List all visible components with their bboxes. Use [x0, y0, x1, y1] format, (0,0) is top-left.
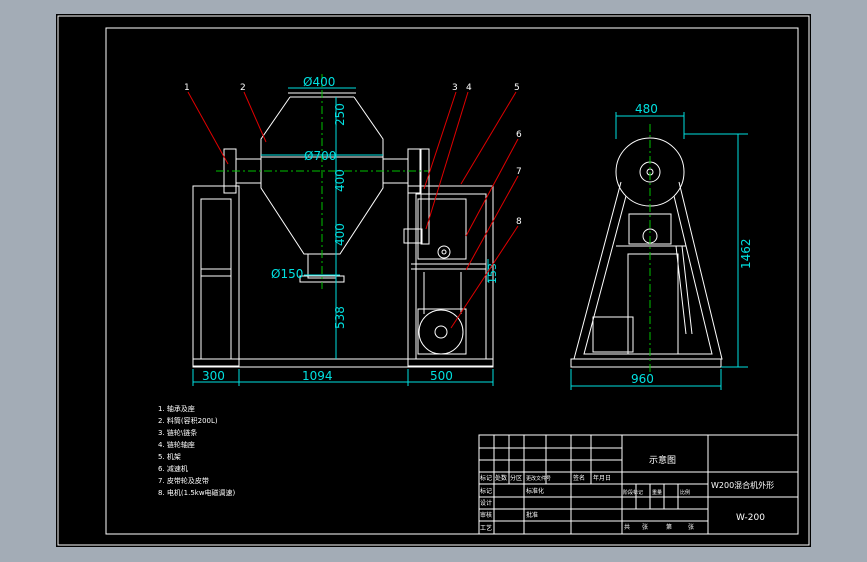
dim-side-w-bottom: 960 [631, 372, 654, 386]
part-no-3: 3 [452, 83, 458, 93]
parts-list-item-5: 5. 机架 [158, 452, 181, 461]
part-no-1: 1 [184, 83, 190, 93]
part-no-5: 5 [514, 83, 520, 93]
dim-d-mid: Ø700 [304, 149, 336, 163]
tb-right-label-0: 阶段标记 [623, 489, 643, 496]
dim-d-bottom: Ø150 [271, 267, 303, 281]
cad-drawing: Ø400 Ø700 Ø150 250 400 400 538 153 300 1… [57, 15, 810, 546]
part-no-6: 6 [516, 130, 522, 140]
tb-left-label-3: 工艺 [480, 524, 492, 532]
tb-row-label-1: 处数 [495, 474, 507, 482]
parts-list-item-8: 8. 电机(1.5kw电磁调速) [158, 488, 236, 497]
part-leaders: 1 2 3 4 5 6 7 8 [184, 83, 522, 329]
side-dimensions: 480 1462 960 [570, 102, 753, 390]
dim-h-top: 250 [333, 103, 347, 126]
tb-right-label-1: 重量 [652, 489, 662, 496]
tb-sheet-label-3: 张 [688, 523, 694, 531]
tb-left-label-2: 审核 [480, 511, 492, 519]
parts-list-item-4: 4. 链轮轴座 [158, 440, 195, 449]
side-motor [592, 316, 634, 353]
title-drawing-code: W-200 [736, 513, 765, 523]
tb-left-label-0: 标记 [480, 487, 492, 495]
tb-sheet-label-2: 第 [666, 523, 672, 531]
drawing-sheet: Ø400 Ø700 Ø150 250 400 400 538 153 300 1… [56, 14, 811, 547]
dim-d-top: Ø400 [303, 75, 335, 89]
right-frame [407, 185, 494, 367]
tb-row-label-0: 标记 [480, 474, 492, 482]
dim-w-right: 500 [430, 369, 453, 383]
parts-list-item-3: 3. 链轮\链条 [158, 428, 197, 437]
dim-w-left: 300 [202, 369, 225, 383]
title-drawing-name: W200混合机外形 [711, 480, 774, 490]
motor-pulley [418, 309, 464, 355]
part-no-4: 4 [466, 83, 472, 93]
dim-h-base: 538 [333, 306, 347, 329]
dim-h-right: 153 [486, 263, 499, 284]
parts-list-item-6: 6. 减速机 [158, 464, 188, 473]
tb-sheet-label-0: 共 [624, 523, 630, 531]
part-no-7: 7 [516, 167, 522, 177]
dim-w-center: 1094 [302, 369, 333, 383]
parts-list-item-7: 7. 皮带轮及皮带 [158, 476, 209, 485]
dim-side-height: 1462 [739, 238, 753, 269]
tb-row-label-3: 更改文件号 [526, 475, 551, 482]
part-no-8: 8 [516, 217, 522, 227]
tb-row-label-5: 年月日 [593, 474, 611, 482]
outer-border [57, 15, 810, 546]
front-dimensions: Ø400 Ø700 Ø150 250 400 400 538 153 300 1… [192, 75, 499, 386]
inner-border [105, 27, 799, 535]
tb-right-label-2: 比例 [680, 489, 690, 496]
parts-list: 1. 轴承及座 2. 料筒(容积200L) 3. 链轮\链条 4. 链轮轴座 5… [158, 404, 236, 497]
tb-row-label-4: 签名 [573, 474, 585, 482]
title-block: 示意图 W200混合机外形 W-200 标记 处数 分区 更改文件号 签名 年月… [478, 434, 799, 535]
dim-side-w-top: 480 [635, 102, 658, 116]
dim-h-mid: 400 [333, 169, 347, 192]
tb-row-label-2: 分区 [510, 474, 522, 482]
tb-sheet-label-1: 张 [642, 523, 648, 531]
side-view [570, 124, 723, 374]
tb-mid-label-1: 批准 [526, 511, 538, 519]
tb-mid-label-0: 标准化 [526, 487, 544, 495]
tb-left-label-1: 设计 [480, 499, 492, 507]
part-no-2: 2 [240, 83, 246, 93]
dim-h-low: 400 [333, 223, 347, 246]
reducer [417, 198, 467, 260]
side-motor-housing [627, 253, 679, 355]
title-drawing-type: 示意图 [649, 454, 676, 466]
parts-list-item-1: 1. 轴承及座 [158, 404, 195, 413]
front-view [192, 74, 494, 368]
parts-list-item-2: 2. 料筒(容积200L) [158, 416, 218, 425]
